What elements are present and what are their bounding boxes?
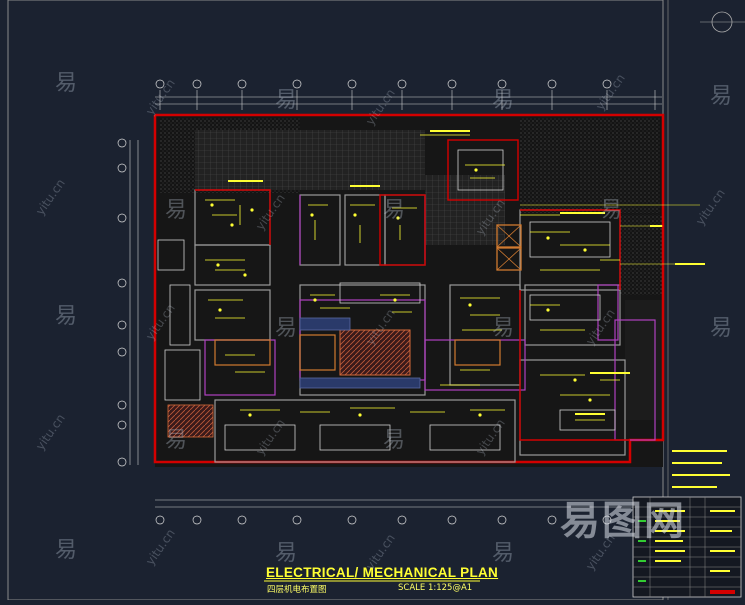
drawing-title: ELECTRICAL/ MECHANICAL PLAN xyxy=(266,565,499,580)
stair-core xyxy=(214,224,522,376)
top-grid-bubbles xyxy=(155,79,612,89)
fixtures xyxy=(157,149,616,451)
watermark-logo: 易图网 xyxy=(560,498,686,544)
drawing-scale: SCALE 1:125@A1 xyxy=(398,583,473,593)
bottom-grid-bubbles xyxy=(155,515,612,525)
drawing-subtitle: 四层机电布置图 xyxy=(267,585,327,595)
electrical-symbols xyxy=(210,168,592,417)
left-grid-bubbles xyxy=(117,138,127,467)
electrical-annotations xyxy=(205,134,620,421)
